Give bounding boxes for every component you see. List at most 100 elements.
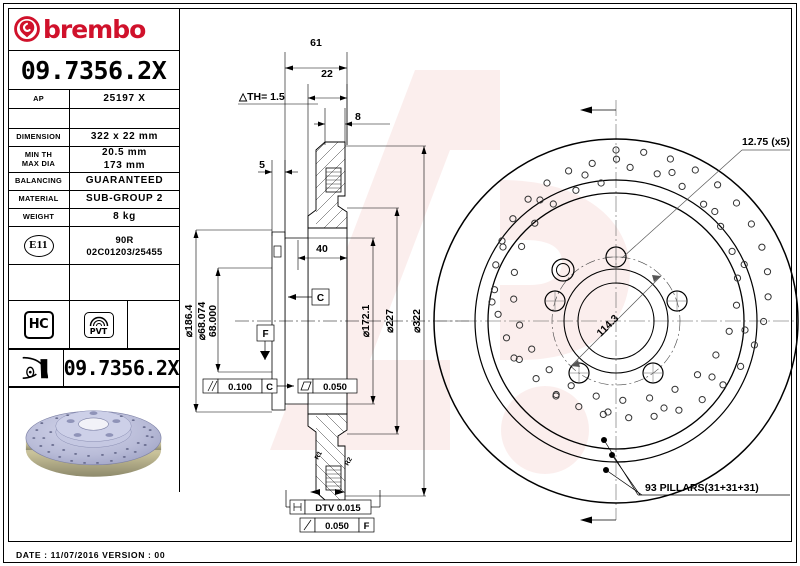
hc-icon: HC xyxy=(23,310,54,339)
product-photo-row xyxy=(8,387,179,492)
face-centerlines xyxy=(437,100,795,520)
dim-68 xyxy=(215,267,272,373)
row-value: 20.5 mm 173 mm xyxy=(70,147,179,172)
dim-5 xyxy=(258,160,298,236)
e11-badge-icon: E11 xyxy=(23,234,54,257)
datum-f-label: F xyxy=(262,329,268,340)
dim-186-4-label: ⌀186.4 xyxy=(183,305,195,338)
th-symbol: △ xyxy=(238,91,248,103)
vane-detail-bottom xyxy=(325,465,342,491)
th-value: TH= 1.5 xyxy=(247,91,285,103)
gtol-parallelism-value: 0.100 xyxy=(228,382,252,393)
info-table: brembo 09.7356.2X AP 25197 X DIMENSION 3… xyxy=(8,8,180,492)
center-bore-circle xyxy=(577,282,655,360)
vane-detail-top xyxy=(325,167,342,193)
brake-disc-photo xyxy=(25,410,162,477)
dim-227 xyxy=(347,207,400,435)
dim-172-1-label: ⌀172.1 xyxy=(360,305,372,338)
table-row: WEIGHT 8 kg xyxy=(8,209,179,227)
dim-61-label: 61 xyxy=(310,37,322,49)
dim-172-1 xyxy=(308,237,376,405)
pvt-icon: PVT xyxy=(83,311,114,338)
homologation-row: E11 90R 02C01203/25455 xyxy=(8,227,179,265)
gtol-flatness-value: 0.050 xyxy=(323,382,347,393)
homologation-line2: 02C01203/25455 xyxy=(86,245,163,257)
dim-40-label: 40 xyxy=(316,243,328,255)
dim-5-label: 5 xyxy=(259,159,265,171)
section-arrow-top xyxy=(580,106,616,114)
gtol-runout-value: 0.050 xyxy=(325,521,349,532)
dim-22 xyxy=(307,84,348,228)
lug-holes xyxy=(544,246,688,384)
gtol-dtv-value: DTV 0.015 xyxy=(315,503,361,514)
gtol-flatness xyxy=(297,378,358,394)
pvt-label: PVT xyxy=(89,326,108,336)
dim-322 xyxy=(345,145,427,497)
date-version-line: DATE : 11/07/2016 VERSION : 00 xyxy=(16,550,166,560)
dim-68-000-label: 68.000 xyxy=(207,305,219,337)
hat-face-circle xyxy=(563,268,669,374)
row-label: AP xyxy=(8,90,70,108)
brake-disc-pad-icon xyxy=(22,356,49,380)
datum-f xyxy=(256,324,275,360)
lug-hole-crosses xyxy=(545,247,687,383)
th-label: △TH= 1.5 xyxy=(238,91,285,103)
part-number-header: 09.7356.2X xyxy=(8,51,179,90)
pvt-arc-icon xyxy=(89,316,108,326)
dim-40 xyxy=(297,240,348,270)
locating-pin-outer xyxy=(551,258,575,282)
hat-outer-circle xyxy=(487,192,745,450)
row-value: GUARANTEED xyxy=(85,175,164,187)
row-label xyxy=(8,265,70,300)
row-value: 25197 X xyxy=(103,92,146,104)
hole-callout-label: 12.75 (x5) xyxy=(742,136,790,148)
row-value: SUB-GROUP 2 xyxy=(86,193,163,205)
row-label: MIN TH MAX DIA xyxy=(8,147,70,172)
min-th-label: MIN TH xyxy=(24,149,53,159)
disc-outer-circle xyxy=(433,138,799,504)
disc-face-view: 12.75 (x5) 114.3 xyxy=(433,100,799,524)
gtol-dtv xyxy=(285,490,381,515)
pillars-leaders xyxy=(603,439,790,496)
certification-icons-row: HC PVT xyxy=(8,301,179,349)
brembo-logo: brembo xyxy=(8,8,179,51)
row-label xyxy=(8,109,70,128)
bolt-circle-dim xyxy=(570,275,662,367)
brembo-wordmark: brembo xyxy=(43,14,146,44)
brembo-logo-icon xyxy=(14,16,40,42)
max-dia-label: MAX DIA xyxy=(21,158,56,168)
pillar-dots xyxy=(601,437,615,473)
bolt-circle-label: 114.3 xyxy=(595,312,622,339)
dim-186-4 xyxy=(193,229,272,413)
part-number-value: 09.7356.2X xyxy=(20,55,167,85)
gtol-runout xyxy=(299,517,375,533)
dim-8-label: 8 xyxy=(355,111,361,123)
row-value: 322 x 22 mm xyxy=(90,131,159,143)
locating-pin-inner xyxy=(556,263,570,277)
e11-cell: E11 xyxy=(8,227,70,264)
dim-68-074-label: ⌀68.074 xyxy=(196,302,208,341)
part-number-repeat-row: 09.7356.2X xyxy=(8,349,180,387)
table-row xyxy=(8,109,179,129)
table-row: MATERIAL SUB-GROUP 2 xyxy=(8,191,179,209)
row-label: BALANCING xyxy=(8,173,70,190)
table-row: BALANCING GUARANTEED xyxy=(8,173,179,191)
row-label: WEIGHT xyxy=(8,209,70,226)
table-row-empty xyxy=(8,265,179,301)
section-arrow-bottom xyxy=(580,516,616,524)
homologation-value: 90R 02C01203/25455 xyxy=(70,227,179,264)
dim-227-label: ⌀227 xyxy=(384,309,396,333)
drilled-holes xyxy=(488,146,772,422)
row-label: MATERIAL xyxy=(8,191,70,208)
gtol-parallelism xyxy=(202,378,294,394)
part-number-repeat-value: 09.7356.2X xyxy=(63,355,180,380)
table-row: DIMENSION 322 x 22 mm xyxy=(8,129,179,147)
row-value: 8 kg xyxy=(113,211,136,223)
section-note-right: R2 xyxy=(344,456,354,467)
table-row: AP 25197 X xyxy=(8,90,179,109)
homologation-line1: 90R xyxy=(115,233,134,245)
row-value xyxy=(70,109,179,128)
row-value xyxy=(70,265,179,300)
datum-c-label: C xyxy=(317,293,324,304)
